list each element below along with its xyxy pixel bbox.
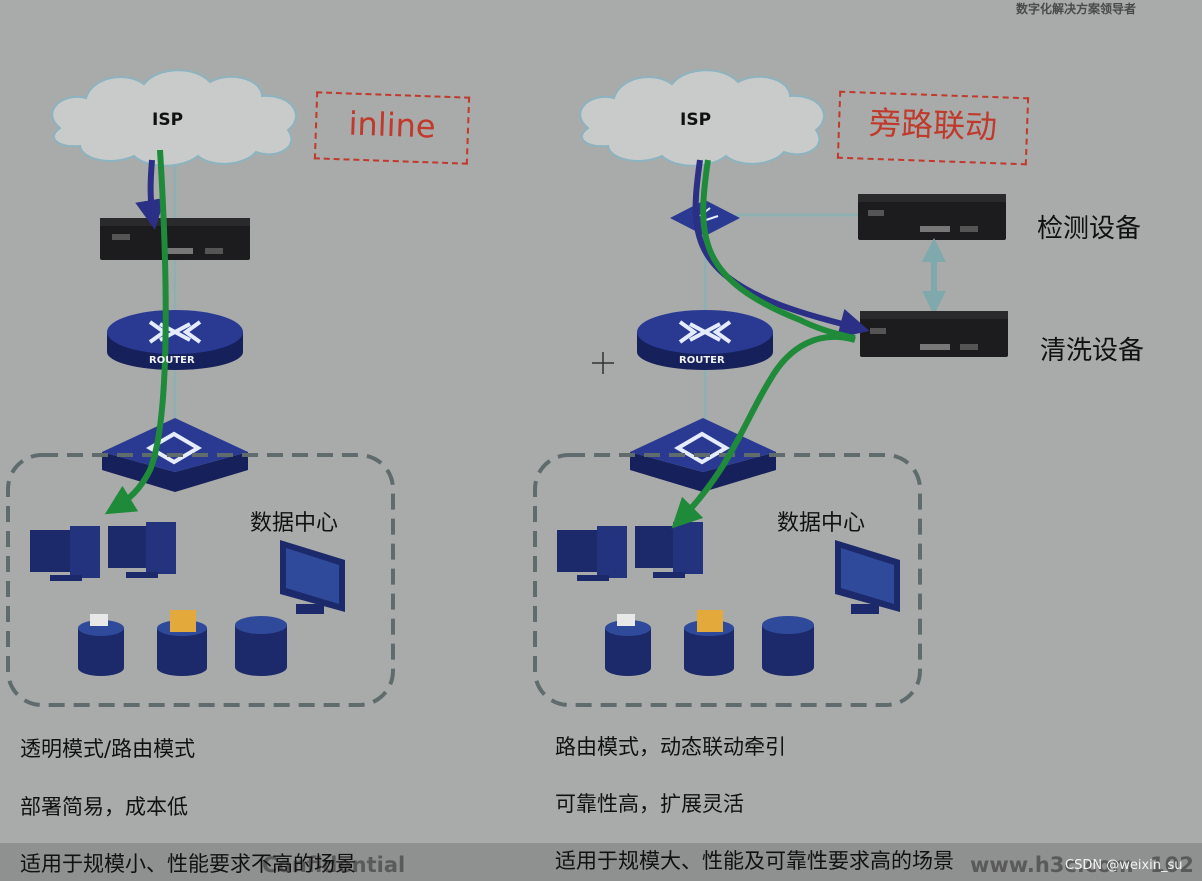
database-icon <box>762 616 814 676</box>
header-tagline: 数字化解决方案领导者 <box>1015 2 1136 16</box>
server-icon <box>30 526 100 581</box>
crosshair-cursor-icon <box>592 352 614 374</box>
left-dc-label: 数据中心 <box>250 511 339 536</box>
right-topology <box>533 69 1008 707</box>
right-note-1: 路由模式，动态联动牵引 <box>555 735 786 759</box>
right-isp-label: ISP <box>680 110 712 130</box>
right-router-label: ROUTER <box>679 355 725 366</box>
green-upstream-arrow <box>700 159 856 341</box>
left-isp-label: ISP <box>152 110 184 130</box>
isp-cloud-icon <box>51 69 297 167</box>
left-dc-boundary <box>6 453 395 707</box>
detect-device-icon <box>858 194 1006 240</box>
right-note-2: 可靠性高，扩展灵活 <box>555 792 744 816</box>
isp-cloud-icon <box>579 69 825 167</box>
right-note-3: 适用于规模大、性能及可靠性要求高的场景 <box>555 849 954 873</box>
csdn-watermark: CSDN @weixin_su <box>1065 858 1183 873</box>
database-icon <box>235 616 287 676</box>
inline-device-icon <box>100 218 250 260</box>
server-icon <box>635 522 703 578</box>
page-number: 102 <box>1150 853 1194 877</box>
clean-device-label: 清洗设备 <box>1040 336 1145 366</box>
switch-icon <box>102 418 248 492</box>
redirect-arrow <box>692 159 870 338</box>
right-mode-label: 旁路联动 <box>836 90 1030 166</box>
green-traffic-arrow <box>104 149 169 515</box>
left-note-3: 适用于规模小、性能要求不高的场景 <box>20 852 356 876</box>
database-icon <box>78 614 124 676</box>
left-note-1: 透明模式/路由模式 <box>20 737 196 761</box>
right-dc-label: 数据中心 <box>777 511 866 536</box>
navy-traffic-arrow <box>135 159 165 230</box>
footer-site: www.h3c.com <box>970 853 1134 877</box>
monitor-icon <box>280 540 345 614</box>
router-icon <box>637 310 773 370</box>
monitor-icon <box>835 540 900 614</box>
database-icon <box>684 610 734 676</box>
database-icon <box>605 614 651 676</box>
left-note-2: 部署简易，成本低 <box>20 795 188 819</box>
clean-device-icon <box>860 311 1008 357</box>
green-reinject-arrow <box>671 333 856 529</box>
left-topology <box>6 69 395 707</box>
footer-confidential: Confidential <box>262 853 406 877</box>
left-router-label: ROUTER <box>149 355 195 366</box>
switch-icon <box>630 418 776 492</box>
server-icon <box>108 522 176 578</box>
left-mode-label: inline <box>313 91 471 165</box>
detect-device-label: 检测设备 <box>1037 214 1142 244</box>
database-icon <box>157 610 207 676</box>
server-icon <box>557 526 627 581</box>
footer-band <box>0 843 1202 881</box>
